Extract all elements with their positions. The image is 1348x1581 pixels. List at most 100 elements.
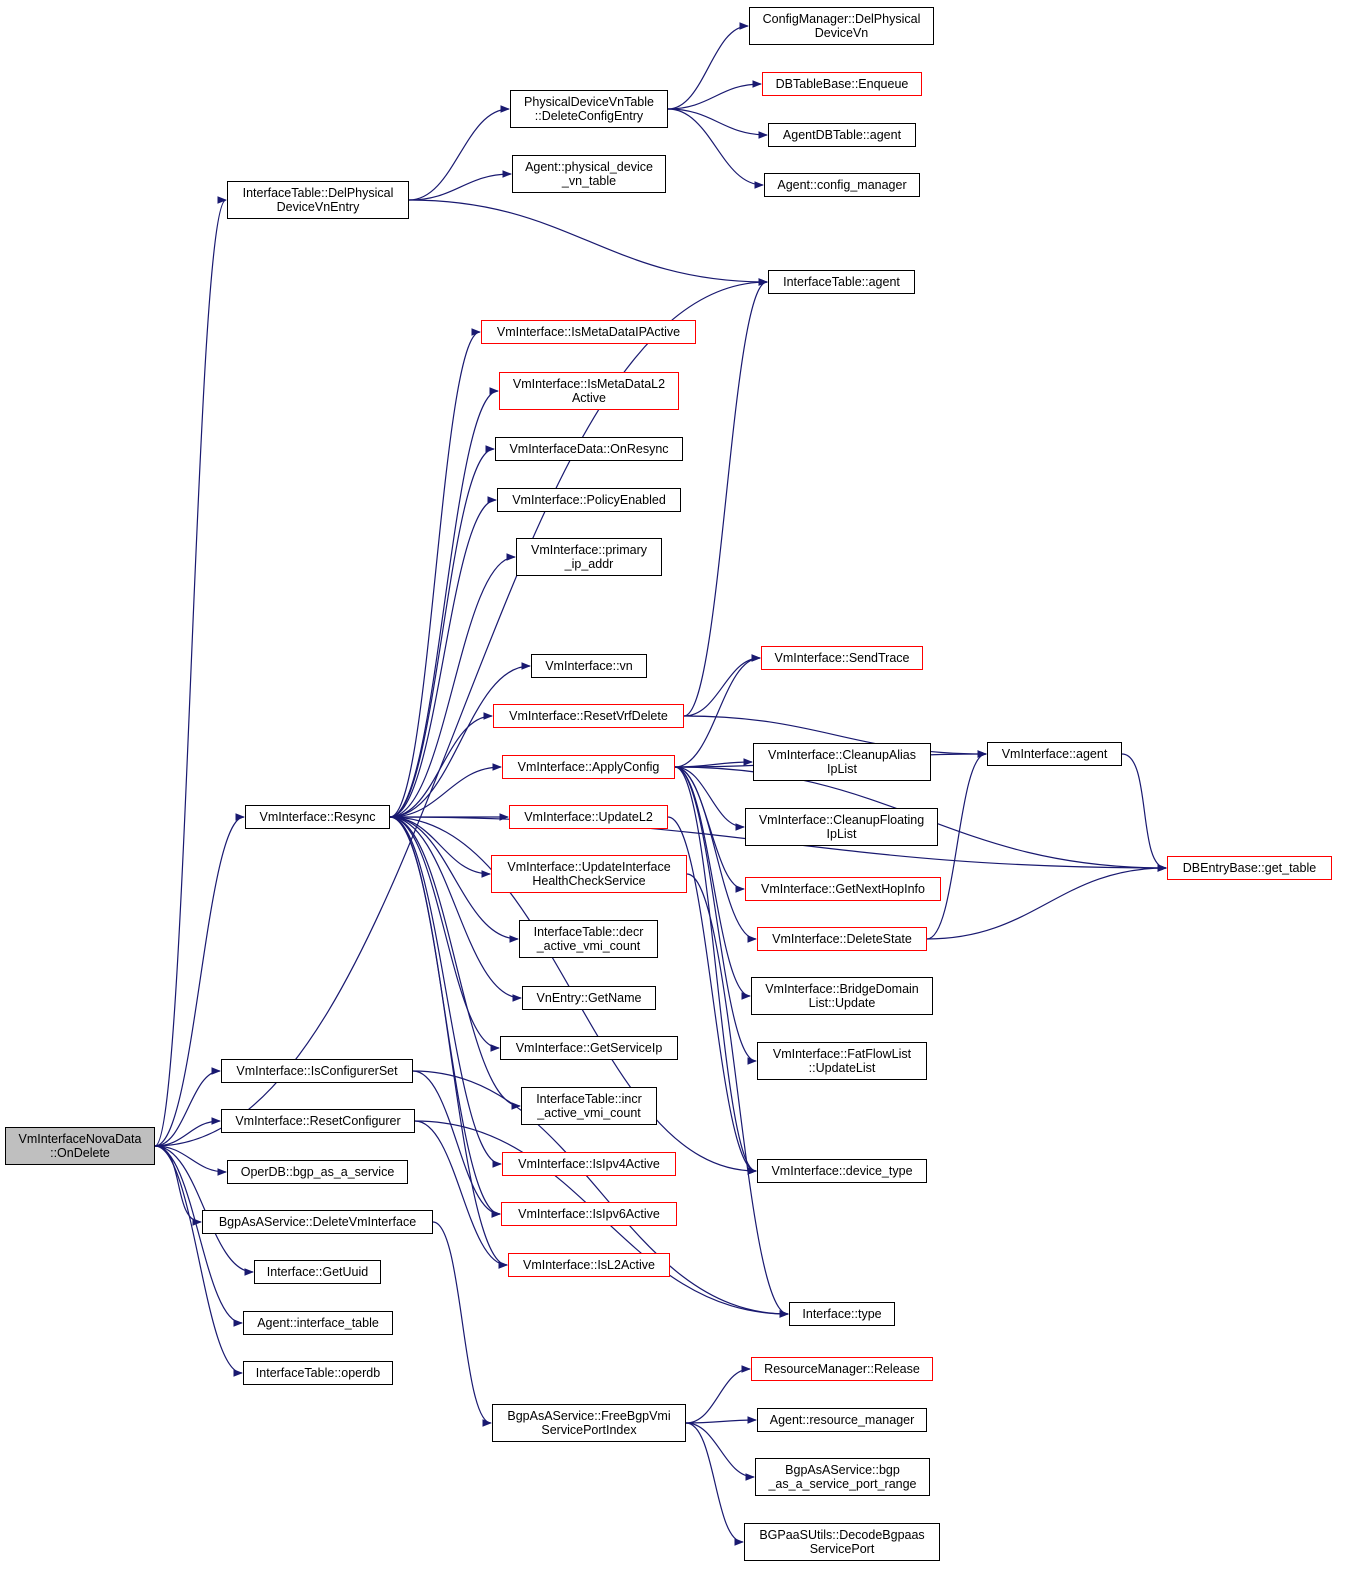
edge-resync-to-metal2 [389,387,499,818]
edge-resync-to-incr [389,816,521,1110]
node-resmgr[interactable]: Agent::resource_manager [757,1408,927,1432]
edge-resync-to-policy [389,496,497,818]
edge-freebgp-to-decode [685,1422,744,1546]
edge-applycfg-to-cleanfloat [674,766,745,831]
node-cleanalias[interactable]: VmInterface::CleanupAlias IpList [753,743,931,781]
edge-resync-to-resetvrf [389,712,493,818]
node-operdb[interactable]: InterfaceTable::operdb [243,1361,393,1385]
edge-resetvrf-to-itagent [683,278,768,717]
node-bdupdate[interactable]: VmInterface::BridgeDomain List::Update [751,977,933,1015]
edge-delphys-to-itagent [408,199,768,286]
edge-isconf-to-itype [412,1070,789,1318]
node-freebgp[interactable]: BgpAsAService::FreeBgpVmi ServicePortInd… [492,1404,686,1442]
edge-resync-to-primip [389,553,516,818]
edge-root-to-operdb [154,1145,243,1377]
edge-root-to-isconf [154,1067,221,1147]
node-primip[interactable]: VmInterface::primary _ip_addr [516,538,662,576]
edge-resync-to-decr [389,816,519,943]
edge-pdvt_del-to-enqueue [667,80,762,110]
edge-updhc-to-itype [686,873,789,1318]
node-policy[interactable]: VmInterface::PolicyEnabled [497,488,681,512]
edge-resync-to-metaip [389,328,481,818]
edge-resync-to-l2act [389,816,508,1269]
node-getuuid[interactable]: Interface::GetUuid [254,1260,381,1284]
node-vn[interactable]: VmInterface::vn [531,654,647,678]
node-onresync[interactable]: VmInterfaceData::OnResync [495,437,683,461]
edge-updl2-to-devtype [667,816,757,1175]
node-nexthop[interactable]: VmInterface::GetNextHopInfo [745,877,941,901]
node-updl2[interactable]: VmInterface::UpdateL2 [509,805,668,829]
node-cfgdel[interactable]: ConfigManager::DelPhysical DeviceVn [749,7,934,45]
edge-freebgp-to-release [685,1365,751,1424]
node-vnname[interactable]: VnEntry::GetName [522,986,656,1010]
edge-root-to-delphys [154,196,227,1147]
edge-applycfg-to-devtype [674,766,757,1175]
node-portrange[interactable]: BgpAsAService::bgp _as_a_service_port_ra… [755,1458,930,1496]
node-enqueue[interactable]: DBTableBase::Enqueue [762,72,922,96]
edge-resetconf-to-l2act [414,1120,508,1269]
node-isconf[interactable]: VmInterface::IsConfigurerSet [221,1059,413,1083]
node-cfgmgr[interactable]: Agent::config_manager [764,173,920,197]
node-decr[interactable]: InterfaceTable::decr _active_vmi_count [519,920,658,958]
node-delphys[interactable]: InterfaceTable::DelPhysical DeviceVnEntr… [227,181,409,219]
node-operbgp[interactable]: OperDB::bgp_as_a_service [227,1160,408,1184]
edge-resync-to-vnname [389,816,522,1002]
edge-resetvrf-to-vmiagent [683,715,987,758]
node-metaip[interactable]: VmInterface::IsMetaDataIPActive [481,320,696,344]
node-resync[interactable]: VmInterface::Resync [245,805,390,829]
node-dbagent[interactable]: AgentDBTable::agent [768,123,916,147]
node-pdvt_del[interactable]: PhysicalDeviceVnTable ::DeleteConfigEntr… [510,90,668,128]
edge-delstate-to-gettable [926,864,1167,940]
node-root[interactable]: VmInterfaceNovaData ::OnDelete [5,1127,155,1165]
edge-applycfg-to-delstate [674,766,757,943]
edge-root-to-resync [154,813,245,1147]
edge-freebgp-to-resmgr [685,1416,757,1424]
node-physvn[interactable]: Agent::physical_device _vn_table [512,155,666,193]
edge-delstate-to-vmiagent [926,750,987,940]
node-release[interactable]: ResourceManager::Release [751,1357,933,1381]
node-itagent[interactable]: InterfaceTable::agent [768,270,915,294]
edge-root-to-operbgp [154,1145,227,1176]
node-itype[interactable]: Interface::type [789,1302,895,1326]
edge-resync-to-vn [389,662,531,818]
node-incr[interactable]: InterfaceTable::incr _active_vmi_count [521,1087,657,1125]
edge-delphys-to-pdvt_del [408,105,510,201]
node-bgpdel[interactable]: BgpAsAService::DeleteVmInterface [202,1210,433,1234]
node-delstate[interactable]: VmInterface::DeleteState [757,927,927,951]
edge-freebgp-to-portrange [685,1422,755,1481]
node-sendtrace[interactable]: VmInterface::SendTrace [761,646,923,670]
edge-resync-to-onresync [389,445,495,818]
edge-applycfg-to-fatflow [674,766,757,1065]
node-resetvrf[interactable]: VmInterface::ResetVrfDelete [493,704,684,728]
node-ifacetable[interactable]: Agent::interface_table [243,1311,393,1335]
edge-pdvt_del-to-cfgdel [667,22,749,110]
edge-pdvt_del-to-dbagent [667,108,768,139]
edge-resync-to-svcip [389,816,500,1052]
node-gettable[interactable]: DBEntryBase::get_table [1167,856,1332,880]
node-decode[interactable]: BGPaaSUtils::DecodeBgpaas ServicePort [744,1523,940,1561]
edge-delphys-to-physvn [408,170,512,201]
node-applycfg[interactable]: VmInterface::ApplyConfig [502,755,675,779]
node-resetconf[interactable]: VmInterface::ResetConfigurer [221,1109,415,1133]
node-updhc[interactable]: VmInterface::UpdateInterface HealthCheck… [491,855,687,893]
edge-resync-to-applycfg [389,763,502,818]
edge-root-to-getuuid [154,1145,254,1276]
edge-applycfg-to-sendtrace [674,654,761,768]
edge-isconf-to-ipv6 [412,1070,501,1218]
node-metal2[interactable]: VmInterface::IsMetaDataL2 Active [499,372,679,410]
edge-root-to-ifacetable [154,1145,243,1327]
node-cleanfloat[interactable]: VmInterface::CleanupFloating IpList [745,808,938,846]
node-ipv6[interactable]: VmInterface::IsIpv6Active [501,1202,677,1226]
edge-resetvrf-to-sendtrace [683,654,761,717]
edge-pdvt_del-to-cfgmgr [667,108,764,189]
node-svcip[interactable]: VmInterface::GetServiceIp [500,1036,678,1060]
edge-bgpdel-to-freebgp [432,1221,492,1427]
node-fatflow[interactable]: VmInterface::FatFlowList ::UpdateList [757,1042,927,1080]
node-vmiagent[interactable]: VmInterface::agent [987,742,1122,766]
node-ipv4[interactable]: VmInterface::IsIpv4Active [502,1152,676,1176]
node-devtype[interactable]: VmInterface::device_type [757,1159,927,1183]
edge-vmiagent-to-gettable [1121,753,1167,872]
node-l2act[interactable]: VmInterface::IsL2Active [508,1253,670,1277]
